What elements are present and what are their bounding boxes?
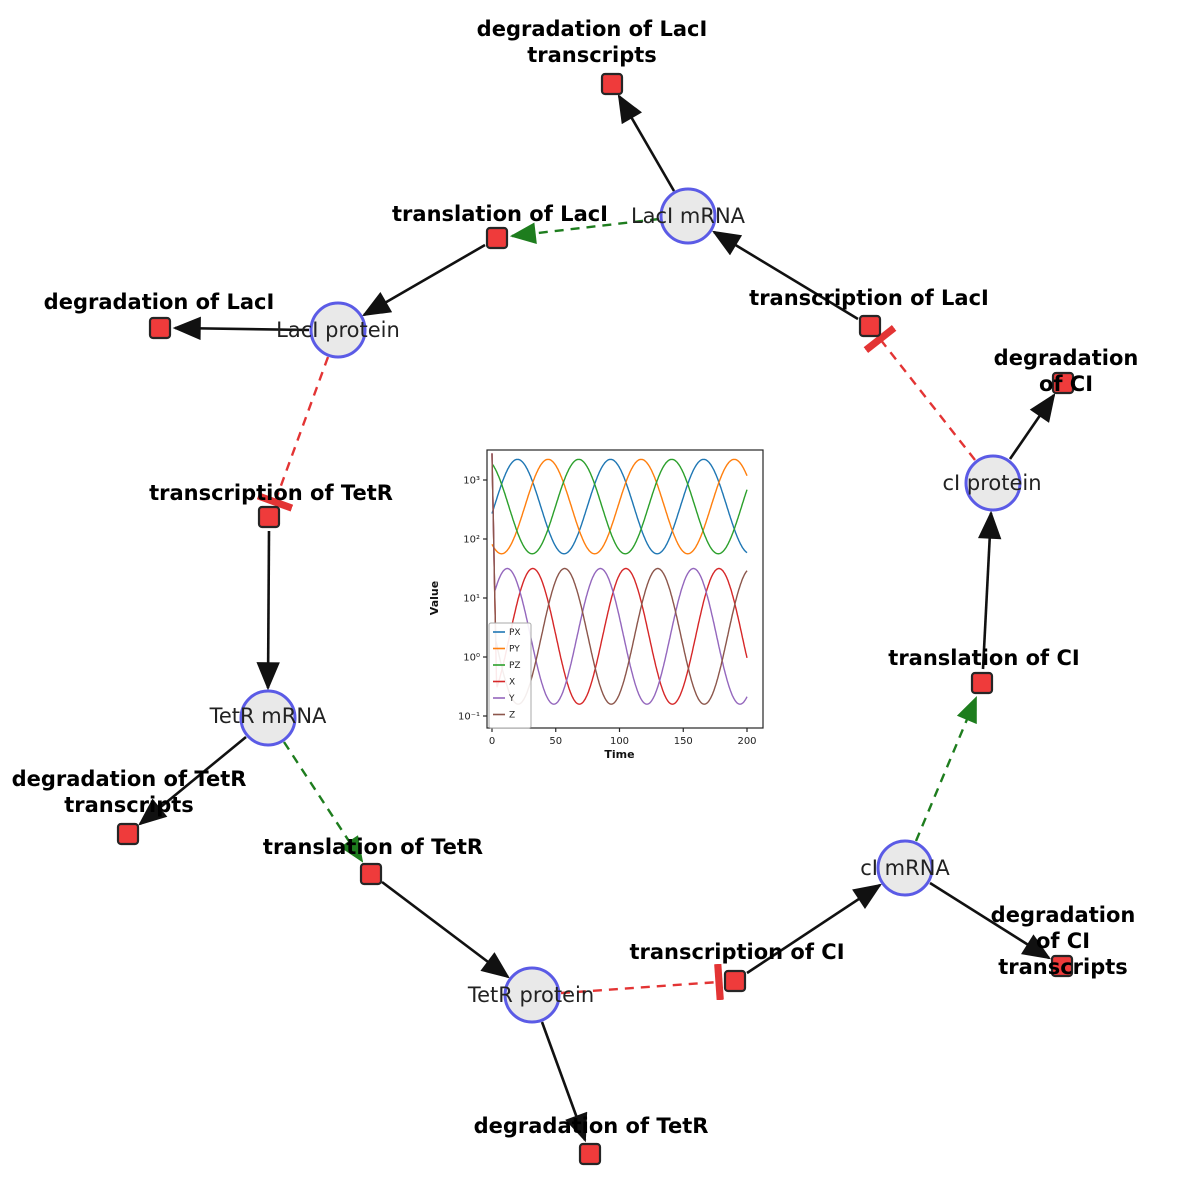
label-tetr-protein: TetR protein (467, 982, 595, 1007)
edge-ci-mrna-activates-translation (914, 696, 978, 842)
species-node-tetr-protein[interactable] (503, 966, 561, 1024)
edge-translation-tetr-to-tetr-protein (381, 880, 510, 979)
species-node-ci-mrna[interactable] (876, 839, 934, 897)
reaction-node-transcription-laci[interactable] (858, 314, 882, 338)
label-transcription-laci: transcription of LacI (749, 286, 989, 310)
reaction-node-degradation-laci-transcripts[interactable] (600, 72, 624, 96)
edge-ci-mrna-to-degradation-transcripts (929, 881, 1051, 960)
label-degradation-ci: degradation of CI (993, 346, 1139, 397)
chart-series-Y (491, 453, 748, 705)
label-ci-protein: cI protein (942, 470, 1042, 495)
edge-transcription-ci-to-ci-mrna (746, 883, 882, 975)
reaction-node-translation-laci[interactable] (485, 226, 509, 250)
reaction-node-degradation-tetr[interactable] (578, 1142, 602, 1166)
label-tetr-mrna: TetR mRNA (209, 703, 327, 728)
reaction-node-degradation-ci[interactable] (1051, 371, 1075, 395)
label-laci-protein: LacI protein (276, 317, 400, 342)
edge-ci-protein-to-degradation-ci (1008, 393, 1056, 460)
chart-x-tick-label: 100 (610, 736, 629, 747)
label-ci-mrna: cI mRNA (860, 855, 950, 880)
chart-y-tick-label: 10³ (463, 476, 480, 487)
reaction-node-transcription-ci[interactable] (723, 969, 747, 993)
label-degradation-laci: degradation of LacI (43, 290, 275, 314)
chart-x-tick-label: 200 (737, 736, 756, 747)
chart-series-Z (491, 453, 748, 705)
edge-laci-protein-inhibits-transcription-tetr (256, 356, 330, 512)
chart-x-tick-label: 150 (674, 736, 693, 747)
chart-axes-frame (486, 449, 764, 729)
legend-label-PZ: PZ (509, 661, 521, 671)
edge-tetr-mrna-activates-translation (282, 741, 364, 863)
edge-laci-mrna-activates-translation (509, 217, 660, 244)
label-laci-mrna: LacI mRNA (630, 203, 746, 228)
label-degradation-tetr-transcripts: degradation of TetR transcripts (11, 767, 247, 818)
reaction-node-translation-tetr[interactable] (359, 862, 383, 886)
reaction-node-degradation-tetr-transcripts[interactable] (116, 822, 140, 846)
label-transcription-ci: transcription of CI (629, 940, 845, 964)
edge-laci-mrna-to-degradation-transcripts (617, 93, 676, 192)
reaction-node-transcription-tetr[interactable] (257, 505, 281, 529)
species-node-tetr-mrna[interactable] (239, 689, 297, 747)
species-node-laci-mrna[interactable] (659, 187, 717, 245)
legend-label-X: X (509, 678, 515, 688)
legend-label-Y: Y (508, 694, 515, 704)
legend-label-PX: PX (509, 628, 521, 638)
edge-tetr-protein-inhibits-transcription-ci (560, 963, 724, 1001)
label-transcription-tetr: transcription of TetR (149, 481, 393, 505)
chart-series-group (491, 453, 748, 705)
edge-translation-laci-to-laci-protein (361, 243, 486, 317)
chart-xlabel: Time (604, 748, 634, 761)
chart-y-tick-label: 10² (463, 535, 480, 546)
label-translation-tetr: translation of TetR (262, 835, 484, 859)
edge-laci-protein-to-degradation-laci (172, 316, 310, 341)
edge-ci-protein-inhibits-transcription-laci (863, 325, 976, 461)
label-degradation-laci-transcripts: degradation of LacI transcripts (476, 17, 708, 68)
label-translation-laci: translation of LacI (392, 202, 608, 226)
reaction-node-translation-ci[interactable] (970, 671, 994, 695)
chart-x-tick-label: 50 (549, 736, 562, 747)
chart-series-PY (491, 458, 748, 555)
chart-y-axis: 10³ 10² 10¹ 10⁰ 10⁻¹ (458, 476, 487, 723)
label-translation-ci: translation of CI (888, 646, 1080, 670)
chart-ylabel: Value (428, 581, 441, 615)
label-degradation-tetr: degradation of TetR (473, 1114, 709, 1138)
edge-translation-ci-to-ci-protein (977, 510, 1002, 670)
chart-x-axis: 0 50 100 150 200 (489, 728, 757, 747)
chart-y-tick-label: 10¹ (463, 594, 480, 605)
chart-y-tick-label: 10⁰ (463, 653, 480, 664)
label-degradation-ci-transcripts: degradation of CI transcripts (990, 903, 1136, 980)
species-node-ci-protein[interactable] (964, 454, 1022, 512)
chart-x-tick-label: 0 (489, 736, 495, 747)
chart-series-PX (491, 458, 748, 555)
edge-tetr-protein-to-degradation-tetr (540, 1021, 588, 1143)
chart-series-X (491, 453, 748, 705)
species-node-laci-protein[interactable] (309, 301, 367, 359)
chart-legend: PX PY PZ XYZ (488, 622, 532, 729)
reaction-node-degradation-laci[interactable] (148, 316, 172, 340)
chart-y-tick-label: 10⁻¹ (458, 712, 480, 723)
legend-label-Z: Z (509, 711, 515, 721)
edge-transcription-tetr-to-tetr-mrna (256, 530, 280, 691)
legend-label-PY: PY (509, 645, 520, 655)
reaction-node-degradation-ci-transcripts[interactable] (1050, 954, 1074, 978)
edge-transcription-laci-to-laci-mrna (711, 230, 859, 321)
chart-series-PZ (491, 458, 748, 555)
edge-tetr-mrna-to-degradation-transcripts (138, 735, 247, 826)
